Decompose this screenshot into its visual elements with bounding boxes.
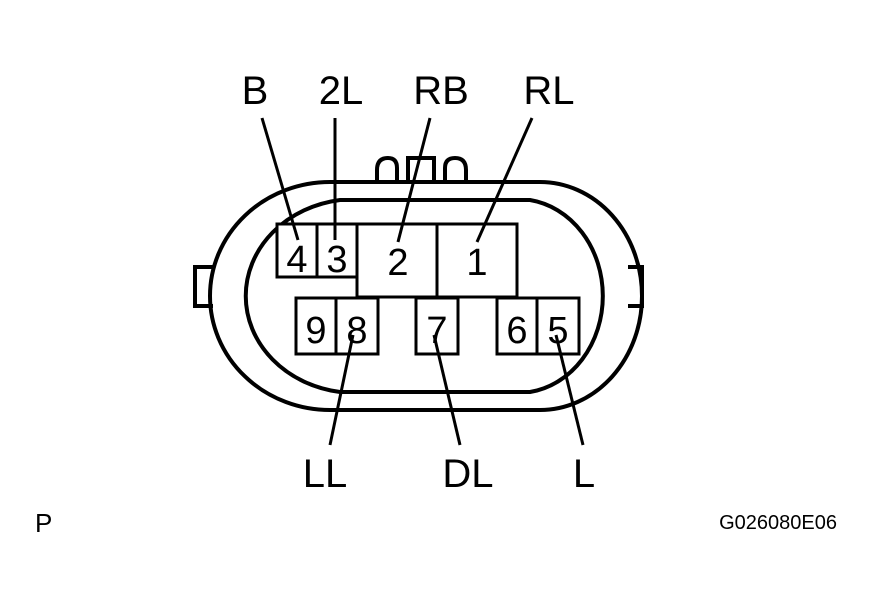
cavity-2	[355, 222, 439, 299]
pin-1: 1	[466, 242, 487, 284]
side-key-right	[628, 265, 644, 308]
pin-3: 3	[326, 239, 347, 281]
figure-code: G026080E06	[719, 512, 837, 534]
corner-label: P	[35, 508, 52, 538]
pin-2: 2	[387, 242, 408, 284]
pin-8: 8	[346, 310, 367, 352]
label-l: L	[573, 452, 595, 496]
label-2l: 2L	[319, 69, 364, 113]
leader-line-rl	[475, 117, 534, 243]
label-rb: RB	[413, 69, 469, 113]
leader-line-ll	[328, 334, 355, 446]
latch-tab	[375, 155, 399, 182]
label-rl: RL	[523, 69, 574, 113]
pin-6: 6	[506, 310, 527, 352]
pin-4: 4	[286, 239, 307, 281]
cavity-1	[435, 222, 519, 299]
label-ll: LL	[303, 452, 348, 496]
pin-7: 7	[426, 310, 447, 352]
leader-line-l	[554, 334, 585, 446]
label-dl: DL	[442, 452, 493, 496]
latch-tab-center	[406, 156, 436, 182]
pin-5: 5	[547, 310, 568, 352]
leader-line-rb	[396, 117, 432, 243]
cavity-3	[315, 222, 359, 279]
side-key-left	[193, 265, 213, 308]
cavity-8	[334, 296, 380, 356]
cavity-7	[414, 296, 460, 356]
pin-9: 9	[305, 310, 326, 352]
cavity-5	[535, 296, 581, 356]
connector-outer-housing	[208, 180, 644, 412]
label-b: B	[242, 69, 269, 113]
leader-line-b	[260, 117, 300, 241]
latch-tab-right	[443, 155, 468, 182]
leader-line-dl	[432, 334, 462, 446]
